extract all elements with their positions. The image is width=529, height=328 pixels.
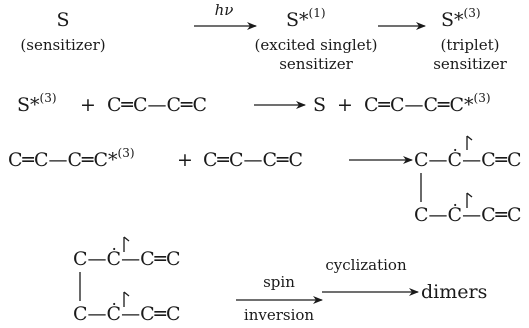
plus-sign: + [80,94,96,116]
cyclization-step: C—Ċ—C═C C—Ċ—C═C spin inversion cyclizati… [73,236,487,325]
singlet-label-line1: (excited singlet) [255,36,378,54]
cyclization-label: cyclization [325,256,407,274]
singlet-label-line2: sensitizer [279,55,353,73]
addition-step: C═C—C═C*(3) + C═C—C═C C—Ċ—C═C C—Ċ—C═C [8,135,522,226]
triplet-label-line1: (triplet) [440,36,499,54]
triplet-diene: C═C—C═C*(3) [364,91,491,116]
inversion-label: inversion [244,306,315,324]
triplet-diene: C═C—C═C*(3) [8,146,135,171]
biradical-structure: C—Ċ—C═C C—Ċ—C═C [73,236,181,325]
sensitization-step: S (sensitizer) hν S*(1) (excited singlet… [20,1,507,73]
light-label: hν [215,1,234,19]
dimers-product: dimers [421,281,487,303]
triplet-label-line2: sensitizer [433,55,507,73]
spin-label: spin [263,273,295,291]
biradical-bottom-row: C—Ċ—C═C [73,302,181,325]
biradical-top-row: C—Ċ—C═C [73,247,181,270]
diene-reactant: C═C—C═C [107,94,207,116]
ground-state-sensitizer: S [313,94,326,116]
singlet-symbol: S*(1) [286,6,326,31]
plus-sign: + [337,94,353,116]
plus-sign: + [177,149,193,171]
biradical-top-row: C—Ċ—C═C [414,148,522,171]
diene-reactant: C═C—C═C [203,149,303,171]
triplet-sensitizer: S*(3) [17,91,57,116]
triplet-symbol: S*(3) [441,6,481,31]
sensitizer-label: (sensitizer) [20,36,105,54]
energy-transfer-step: S*(3) + C═C—C═C S + C═C—C═C*(3) [17,91,491,116]
sensitizer-symbol: S [56,9,69,31]
biradical-structure: C—Ċ—C═C C—Ċ—C═C [414,135,522,226]
biradical-bottom-row: C—Ċ—C═C [414,203,522,226]
